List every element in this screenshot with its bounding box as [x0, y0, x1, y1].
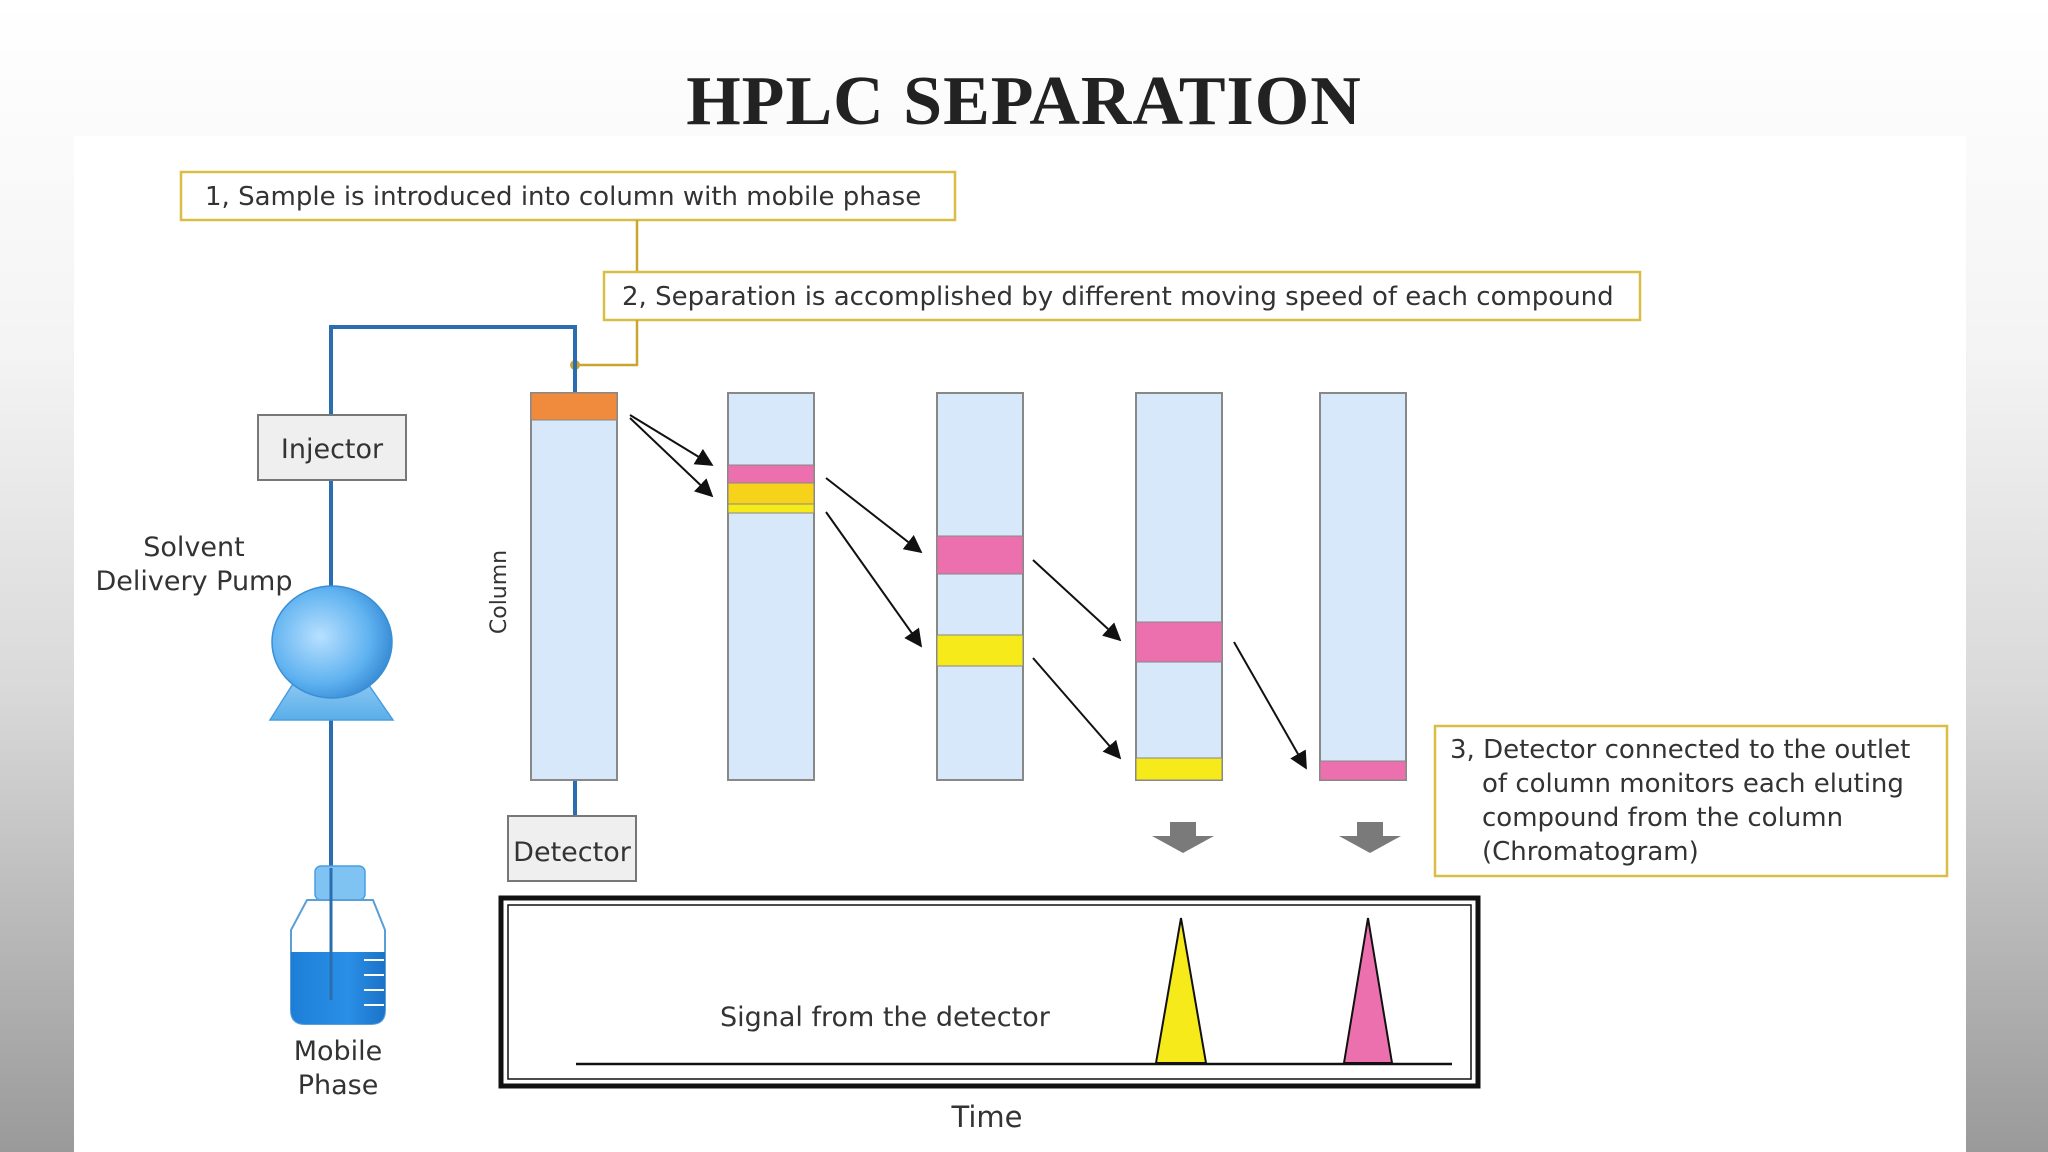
column-label: Column	[487, 550, 512, 634]
time-axis-label: Time	[951, 1100, 1023, 1134]
compound-a-band	[727, 464, 815, 484]
injector: Injector	[257, 414, 407, 481]
pump-label-line2: Delivery Pump	[95, 566, 292, 597]
diagram-panel: 1, Sample is introduced into column with…	[74, 136, 1966, 1152]
compound-a-band	[1319, 760, 1407, 781]
down-arrow-icon	[1152, 822, 1214, 853]
column-stage-2	[727, 392, 815, 781]
compound-b-band	[936, 634, 1024, 667]
sample-band	[530, 392, 618, 421]
compound-b-band	[1135, 757, 1223, 781]
slide-title: HPLC SEPARATION	[686, 63, 1362, 140]
callout-step1: 1, Sample is introduced into column with…	[179, 170, 957, 222]
progression-arrows	[629, 414, 1307, 770]
column-stage-3	[936, 392, 1024, 781]
callout-step3: 3, Detector connected to the outlet of c…	[1433, 724, 1949, 878]
arrow	[629, 417, 714, 498]
compound-a-band	[1135, 621, 1223, 663]
injector-label: Injector	[281, 434, 384, 465]
column-stage-5	[1319, 392, 1407, 781]
arrow	[825, 511, 923, 648]
detector-label: Detector	[513, 837, 632, 868]
compound-b-band	[727, 503, 815, 514]
tubing	[329, 325, 577, 868]
hplc-diagram: 1, Sample is introduced into column with…	[95, 170, 1949, 1134]
down-arrow-icon	[1339, 822, 1401, 853]
peak-compound-b	[1154, 917, 1208, 1064]
detector: Detector	[507, 815, 637, 882]
arrow	[629, 414, 714, 466]
mobile-phase-label-line1: Mobile	[294, 1036, 383, 1067]
peak-compound-a	[1342, 917, 1394, 1064]
callout-step2-text: 2, Separation is accomplished by differe…	[622, 282, 1614, 312]
arrow	[1233, 641, 1307, 770]
arrow	[825, 477, 923, 554]
callout-step3-line3: compound from the column	[1482, 803, 1843, 833]
chromatogram-frame: Signal from the detector	[498, 895, 1481, 1089]
pump-label-line1: Solvent	[143, 532, 244, 563]
callout-step1-text: 1, Sample is introduced into column with…	[205, 182, 921, 212]
compound-mixed-band	[727, 482, 815, 505]
callout-step3-line2: of column monitors each eluting	[1482, 769, 1904, 799]
callout-step2: 2, Separation is accomplished by differe…	[602, 270, 1642, 322]
arrow	[1032, 657, 1122, 760]
column-stage-1	[530, 392, 618, 781]
pump-icon	[268, 585, 395, 721]
column-stage-4	[1135, 392, 1223, 781]
bottle-icon	[290, 865, 386, 1025]
arrow	[1032, 559, 1122, 642]
callout-step3-line4: (Chromatogram)	[1482, 837, 1699, 867]
signal-label: Signal from the detector	[720, 1002, 1051, 1033]
mobile-phase-label-line2: Phase	[298, 1070, 379, 1101]
callout-step2-leader	[575, 320, 639, 367]
compound-a-band	[936, 535, 1024, 575]
callout-step3-line1: 3, Detector connected to the outlet	[1450, 735, 1910, 765]
